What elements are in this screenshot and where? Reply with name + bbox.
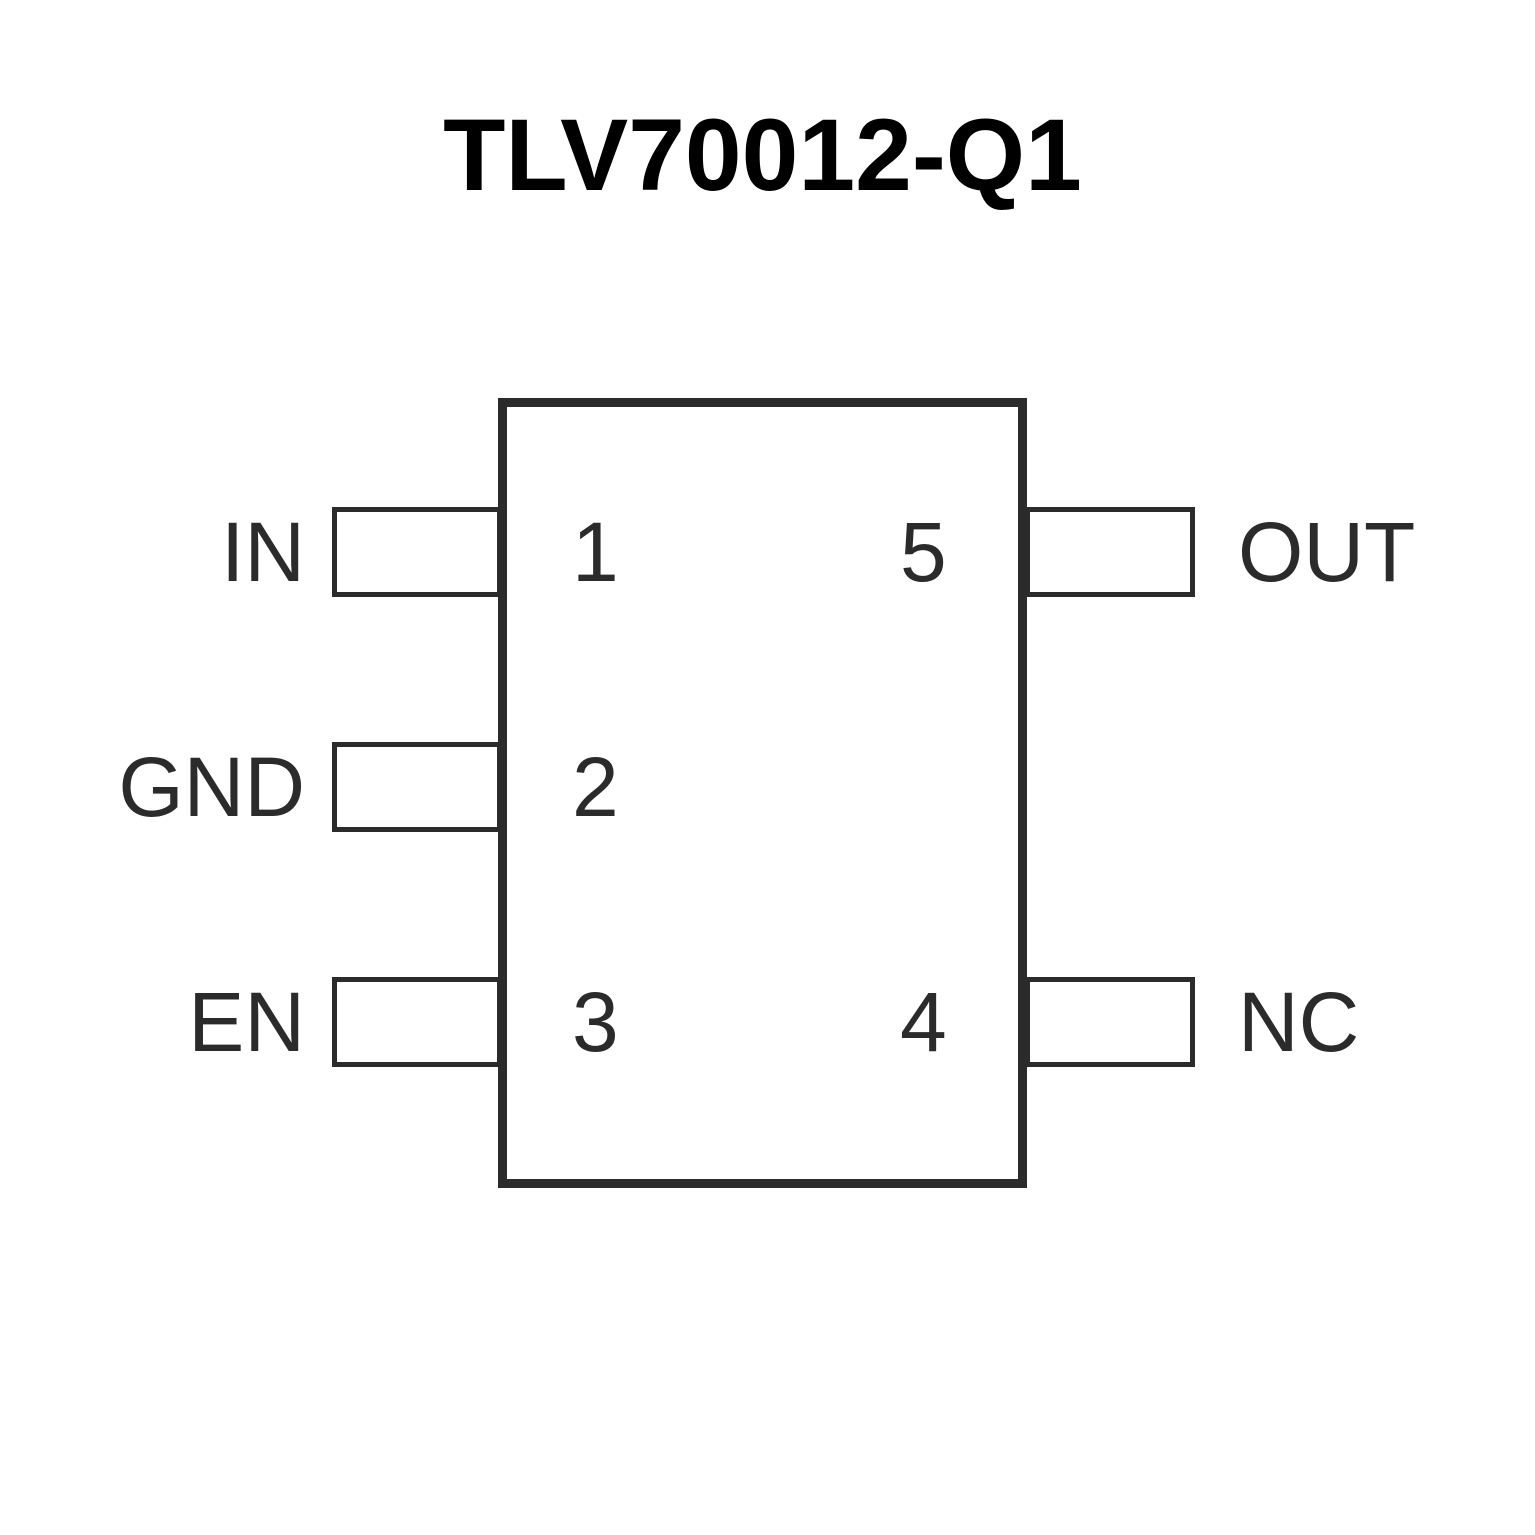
pin-lead-3	[332, 977, 502, 1067]
pin-label-out: OUT	[1238, 505, 1416, 599]
pin-number-2: 2	[572, 740, 619, 834]
pin-label-en: EN	[188, 975, 305, 1069]
page-title: TLV70012-Q1	[443, 98, 1082, 212]
pin-label-in: IN	[221, 505, 305, 599]
pin-lead-4	[1025, 977, 1195, 1067]
pin-number-1: 1	[572, 505, 619, 599]
package-body-outline	[498, 398, 1027, 1188]
pin-number-4: 4	[900, 975, 947, 1069]
pin-label-nc: NC	[1238, 975, 1360, 1069]
pin-number-3: 3	[572, 975, 619, 1069]
pin-lead-2	[332, 742, 502, 832]
pin-lead-1	[332, 507, 502, 597]
pin-lead-5	[1025, 507, 1195, 597]
pin-number-5: 5	[900, 505, 947, 599]
pin-label-gnd: GND	[118, 740, 305, 834]
